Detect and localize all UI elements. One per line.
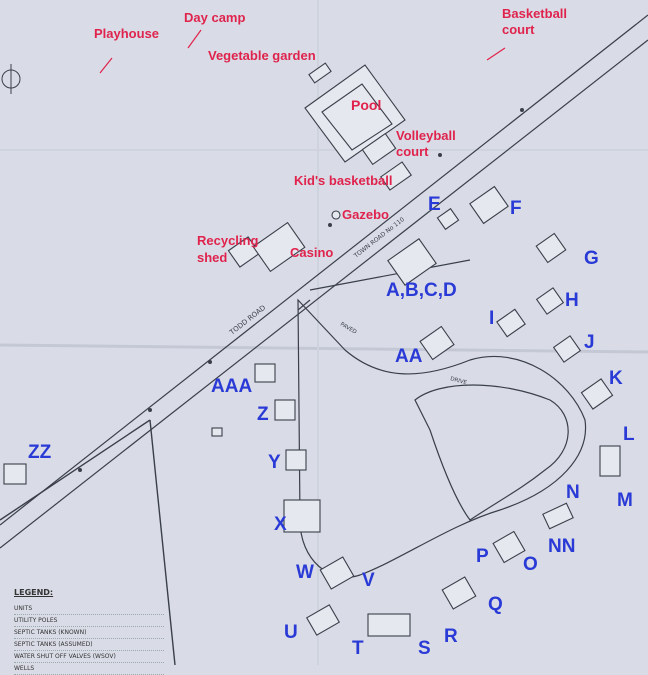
unit-label-p: P bbox=[476, 546, 489, 567]
building-w bbox=[319, 556, 355, 590]
unit-label-nn: NN bbox=[548, 536, 576, 557]
legend-row: SEPTIC TANKS (ASSUMED) bbox=[14, 639, 164, 651]
building-l bbox=[599, 445, 621, 477]
building-aa bbox=[419, 325, 455, 361]
legend-row: UNITS bbox=[14, 603, 164, 615]
unit-label-q: Q bbox=[488, 594, 503, 615]
unit-label-h: H bbox=[565, 290, 579, 311]
legend-row-label: WELLS bbox=[14, 665, 35, 672]
unit-label-e: E bbox=[428, 194, 441, 215]
building-k bbox=[580, 378, 614, 410]
building-zz bbox=[3, 463, 27, 485]
building-abcd bbox=[387, 238, 437, 286]
building-x bbox=[283, 499, 321, 533]
legend-title: LEGEND: bbox=[14, 588, 54, 597]
legend-row-label: SEPTIC TANKS (KNOWN) bbox=[14, 629, 87, 636]
paved-drive bbox=[297, 259, 587, 578]
unit-label-aa: AA bbox=[395, 346, 423, 367]
unit-label-x: X bbox=[274, 514, 287, 535]
unit-label-f: F bbox=[510, 198, 522, 219]
unit-label-r: R bbox=[444, 626, 458, 647]
unit-label-aaa: AAA bbox=[211, 376, 253, 397]
legend-row-label: WATER SHUT OFF VALVES (WSOV) bbox=[14, 653, 116, 660]
unit-label-z: Z bbox=[257, 404, 269, 425]
building-g bbox=[535, 232, 567, 264]
legend-row-label: SEPTIC TANKS (ASSUMED) bbox=[14, 641, 93, 648]
building-z bbox=[274, 399, 296, 421]
building-i bbox=[496, 308, 526, 338]
pool-complex bbox=[304, 62, 413, 191]
building-s bbox=[367, 613, 411, 637]
todd-road-label: TODD ROAD bbox=[228, 304, 268, 338]
unit-label-w: W bbox=[296, 562, 314, 583]
legend-row: WATER SHUT OFF VALVES (WSOV) bbox=[14, 651, 164, 663]
unit-label-s: S bbox=[418, 638, 431, 659]
label-gazebo: Gazebo bbox=[342, 207, 389, 222]
label-kids-basketball: Kid's basketball bbox=[294, 173, 393, 188]
building-h bbox=[535, 287, 565, 315]
building-e bbox=[436, 207, 460, 231]
label-casino: Casino bbox=[290, 245, 334, 260]
unit-label-y: Y bbox=[268, 452, 281, 473]
unit-label-abcd: A,B,C,D bbox=[386, 280, 457, 301]
unit-label-zz: ZZ bbox=[28, 442, 52, 463]
fold-line bbox=[0, 343, 648, 354]
label-playhouse: Playhouse bbox=[94, 26, 160, 41]
building-f bbox=[469, 185, 509, 225]
utility-poles bbox=[78, 108, 524, 472]
todd-road bbox=[0, 14, 648, 549]
small-structure bbox=[211, 427, 223, 437]
label-recycling-shed: Recycling shed bbox=[197, 233, 259, 265]
legend-row-label: UTILITY POLES bbox=[14, 617, 58, 624]
casino-building bbox=[252, 221, 306, 273]
legend-row: SEPTIC TANKS (KNOWN) bbox=[14, 627, 164, 639]
compass-icon bbox=[0, 64, 22, 94]
building-aaa bbox=[254, 363, 276, 383]
label-volleyball-court: Volleyball court bbox=[396, 128, 456, 159]
building-q bbox=[441, 576, 477, 610]
legend-row: UTILITY POLES bbox=[14, 615, 164, 627]
building-y bbox=[285, 449, 307, 471]
recycling-shed-building bbox=[227, 236, 261, 268]
unit-label-g: G bbox=[584, 248, 599, 269]
unit-label-m: M bbox=[617, 490, 633, 511]
property-line bbox=[0, 419, 176, 665]
unit-label-l: L bbox=[623, 424, 635, 445]
legend: LEGEND: UNITS UTILITY POLES SEPTIC TANKS… bbox=[14, 588, 164, 675]
unit-label-u: U bbox=[284, 622, 298, 643]
building-o bbox=[492, 530, 526, 564]
building-u bbox=[305, 604, 341, 636]
label-pool: Pool bbox=[351, 97, 382, 113]
gazebo-shape bbox=[331, 210, 341, 220]
unit-label-t: T bbox=[352, 638, 364, 659]
paved-label: PAVED bbox=[339, 322, 357, 336]
unit-label-i: I bbox=[489, 308, 495, 329]
building-j bbox=[552, 335, 582, 363]
legend-row-label: UNITS bbox=[14, 605, 33, 612]
building-nn bbox=[542, 502, 574, 530]
drive-label: DRIVE bbox=[449, 376, 467, 386]
unit-label-o: O bbox=[523, 554, 538, 575]
label-basketball-court: Basketball court bbox=[502, 6, 568, 37]
label-vegetable-garden: Vegetable garden bbox=[208, 48, 316, 63]
label-day-camp: Day camp bbox=[184, 10, 246, 25]
unit-label-j: J bbox=[584, 332, 595, 353]
unit-label-v: V bbox=[362, 570, 375, 591]
buildings bbox=[3, 185, 621, 637]
unit-label-k: K bbox=[609, 368, 623, 389]
unit-label-n: N bbox=[566, 482, 580, 503]
annotation-arrows bbox=[99, 29, 506, 74]
